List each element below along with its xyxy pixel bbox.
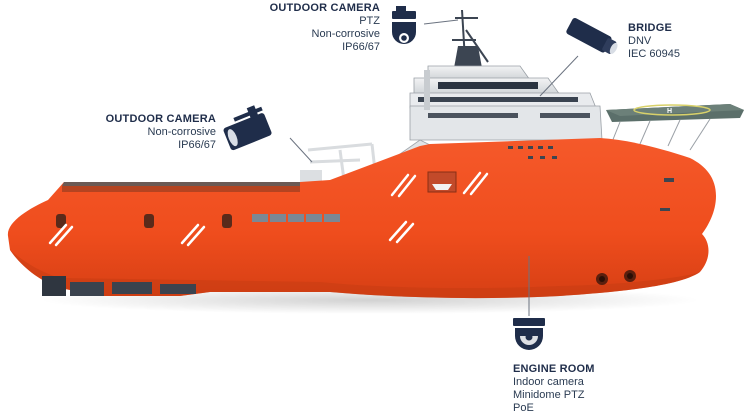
callout-outdoor-title: OUTDOOR CAMERA <box>105 113 216 125</box>
callout-outdoor-line-2: IP66/67 <box>178 139 216 151</box>
callout-engine: ENGINE ROOM Indoor camera Minidome PTZ P… <box>513 363 663 415</box>
box-camera-icon <box>223 105 272 151</box>
hull-markings <box>48 171 489 247</box>
callout-ptz-line-1: PTZ <box>359 15 380 27</box>
deck-crane <box>300 142 378 184</box>
callout-engine-line-3: PoE <box>513 402 534 414</box>
cargo-deck <box>62 186 300 192</box>
callout-engine-line-2: Minidome PTZ <box>513 389 585 401</box>
callout-engine-title: ENGINE ROOM <box>513 363 595 375</box>
helideck-marking: H <box>667 108 672 115</box>
callout-ptz-line-3: IP66/67 <box>342 41 380 53</box>
callout-ptz-title: OUTDOOR CAMERA <box>269 2 380 14</box>
offshore-vessel-illustration: H <box>7 9 744 314</box>
bow-thrusters <box>596 270 636 285</box>
dome-camera-icon <box>513 318 545 350</box>
hull-doors <box>56 214 232 228</box>
hull-windows <box>252 214 340 222</box>
callout-lines <box>289 19 579 316</box>
callout-bridge-line-1: DNV <box>628 35 652 47</box>
stern-propulsion <box>42 276 196 296</box>
callout-bridge-line-2: IEC 60945 <box>628 48 680 60</box>
callout-outdoor: OUTDOOR CAMERA Non-corrosive IP66/67 <box>76 113 216 152</box>
callout-bridge-title: BRIDGE <box>628 22 672 34</box>
callout-engine-line-1: Indoor camera <box>513 376 584 388</box>
callout-ptz-line-2: Non-corrosive <box>311 28 380 40</box>
callout-bridge: BRIDGE DNV IEC 60945 <box>628 22 738 61</box>
superstructure <box>409 65 603 141</box>
bulwark-rail <box>62 182 300 186</box>
bullet-camera-icon <box>566 18 618 54</box>
hull <box>7 138 716 299</box>
deck-portholes <box>508 146 674 211</box>
helideck: H <box>606 104 744 151</box>
ptz-camera-icon <box>392 6 416 44</box>
callout-outdoor-line-1: Non-corrosive <box>147 126 216 138</box>
callout-ptz: OUTDOOR CAMERA PTZ Non-corrosive IP66/67 <box>220 2 380 54</box>
mast-block <box>454 46 482 68</box>
